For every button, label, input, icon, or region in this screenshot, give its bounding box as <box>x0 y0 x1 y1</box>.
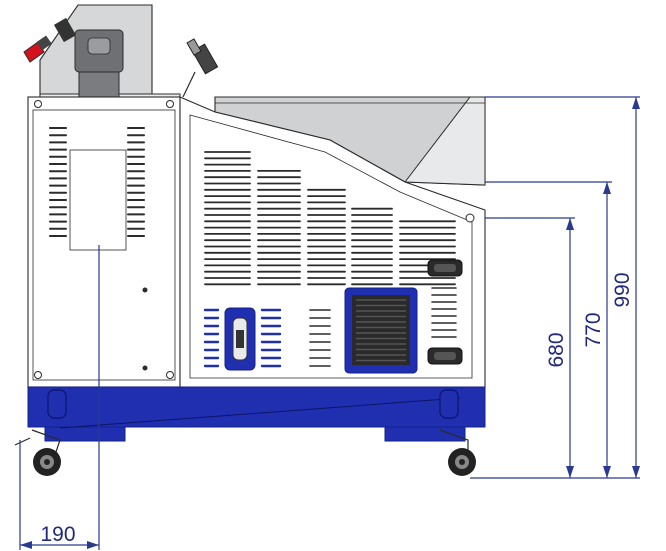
right-vent-slots <box>204 151 456 286</box>
left-body-panel <box>27 96 181 388</box>
grille-lines <box>356 299 406 362</box>
dimension-770: 770 <box>582 312 605 347</box>
wheel-right-icon <box>439 429 476 476</box>
blue-vent-slots <box>203 308 331 368</box>
handle-bottom-icon <box>427 347 463 365</box>
dimension-lines <box>19 96 640 550</box>
left-vent-slots <box>49 127 145 237</box>
cable-gland-icon <box>53 17 77 43</box>
fan-grille <box>344 287 418 374</box>
sensor-plug-icon <box>182 38 219 98</box>
right-small-slots <box>431 287 457 338</box>
handle-top-icon <box>427 259 463 277</box>
dimension-680: 680 <box>545 332 568 367</box>
dimension-990: 990 <box>611 272 634 307</box>
wheel-left-icon <box>14 429 61 476</box>
cable-inlet-icon <box>224 307 256 371</box>
blue-chassis <box>27 386 486 442</box>
dimension-190: 190 <box>40 523 75 546</box>
red-switch-icon <box>23 35 52 63</box>
